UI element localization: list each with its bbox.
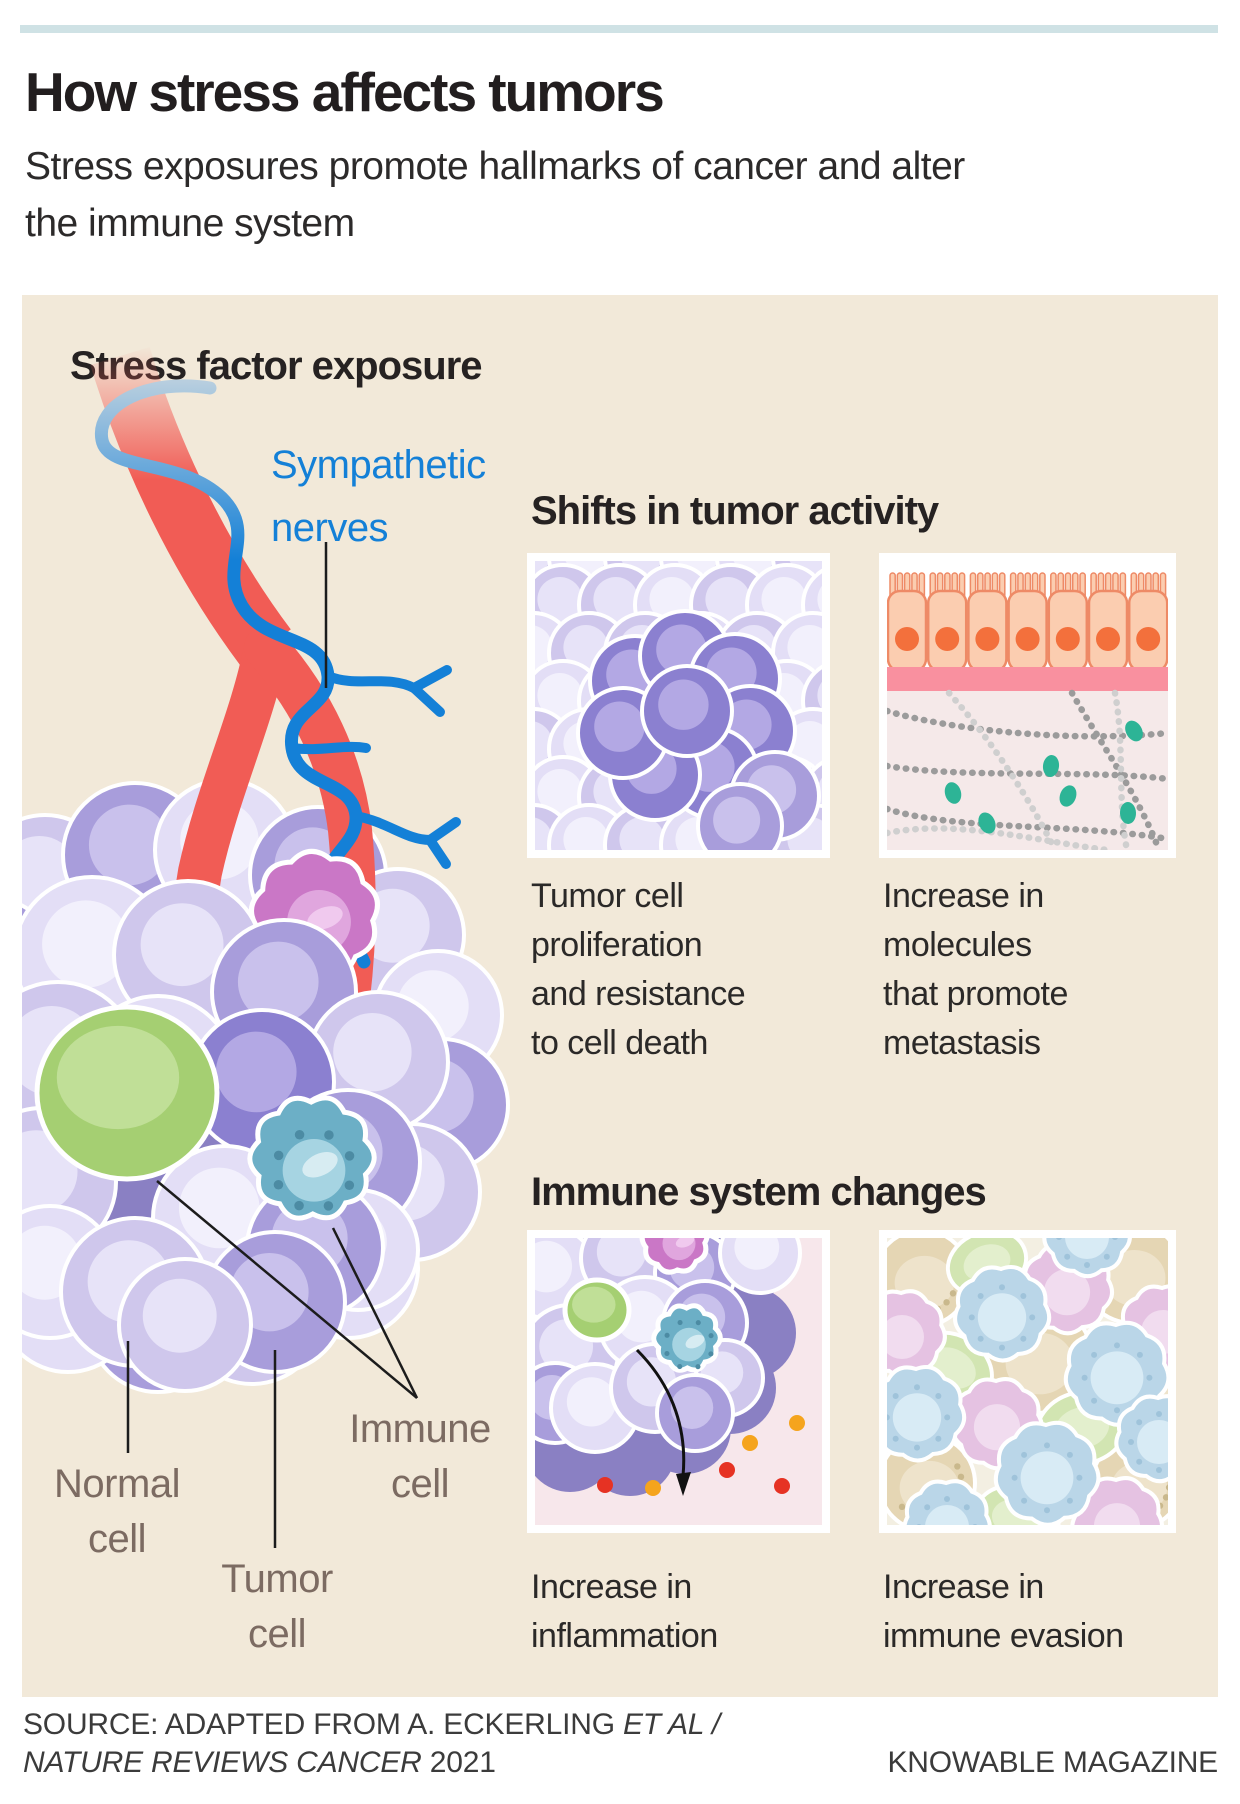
label-sympathetic-nerves: Sympathetic nerves	[271, 443, 486, 550]
label-tumor-cell: Tumor cell	[221, 1557, 333, 1656]
accent-bar	[20, 25, 1218, 33]
caption-metastasis: Increase in molecules that promote metas…	[883, 877, 1068, 1062]
immune-evasion-illustration	[887, 1238, 1168, 1525]
heading-shifts-in-tumor-activity: Shifts in tumor activity	[531, 489, 939, 533]
panel-immune-evasion	[879, 1230, 1176, 1533]
caption-tumor-proliferation: Tumor cell proliferation and resistance …	[531, 877, 746, 1062]
inflammation-illustration	[535, 1238, 822, 1525]
tumor-vessel-nerve-illustration	[22, 347, 510, 1548]
source-line-2: NATURE REVIEWS CANCER 2021	[23, 1746, 496, 1779]
caption-immune-evasion: Increase in immune evasion	[883, 1568, 1124, 1655]
publisher-credit: KNOWABLE MAGAZINE	[887, 1746, 1218, 1779]
tumor-proliferation-illustration	[535, 561, 822, 850]
panel-metastasis-molecules	[879, 553, 1176, 858]
label-immune-cell: Immune cell	[349, 1407, 491, 1506]
caption-inflammation: Increase in inflammation	[531, 1568, 718, 1655]
source-line-1: SOURCE: ADAPTED FROM A. ECKERLING ET AL …	[23, 1708, 720, 1741]
metastasis-illustration	[887, 561, 1168, 850]
panel-tumor-proliferation	[527, 553, 830, 858]
page-subtitle: Stress exposures promote hallmarks of ca…	[25, 145, 965, 245]
heading-immune-system-changes: Immune system changes	[531, 1170, 987, 1214]
page-title: How stress affects tumors	[25, 61, 665, 123]
panel-inflammation	[527, 1230, 830, 1533]
label-normal-cell: Normal cell	[54, 1462, 180, 1561]
